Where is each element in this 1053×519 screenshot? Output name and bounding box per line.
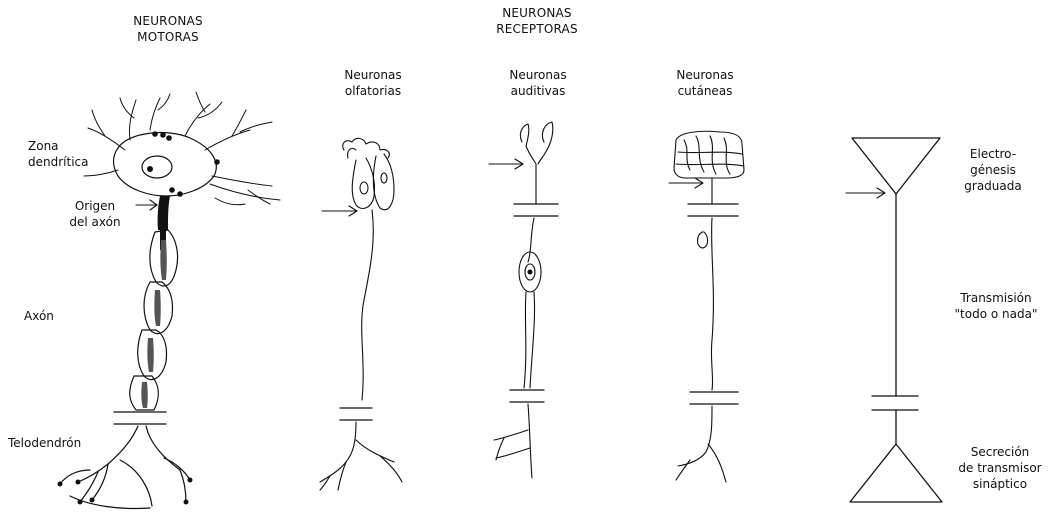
- schematic-output-triangle: [850, 444, 942, 502]
- cutaneous-neuron-drawing: [669, 131, 744, 482]
- schematic-neuron-drawing: [846, 138, 942, 502]
- axon-label: Axón: [24, 308, 54, 324]
- motor-header-line-1: NEURONAS: [133, 13, 203, 29]
- secretion-line-2: de transmisor: [958, 460, 1041, 476]
- cutaneous-label-line-2: cutáneas: [676, 83, 733, 99]
- secretion-line-1: Secreción: [958, 444, 1041, 460]
- motor-axon-core: [141, 240, 166, 408]
- auditory-label-line-2: auditivas: [509, 83, 566, 99]
- electrogenesis-line-1: Electro-: [964, 146, 1021, 162]
- cutaneous-neurons-label: Neuronas cutáneas: [676, 67, 733, 99]
- cutaneous-label-line-1: Neuronas: [676, 67, 733, 83]
- motor-neuron-drawing: [58, 92, 281, 509]
- motor-myelin-sheath: [130, 230, 178, 410]
- receptor-header-line-1: NEURONAS: [496, 5, 578, 21]
- electrogenesis-line-2: génesis: [964, 162, 1021, 178]
- axon-origin-arrow: [136, 200, 157, 210]
- dendritic-zone-label: Zona dendrítica: [28, 138, 88, 170]
- schematic-input-triangle: [852, 138, 940, 194]
- olfactory-neuron-drawing: [320, 138, 402, 490]
- olfactory-label-line-1: Neuronas: [344, 67, 401, 83]
- motor-nucleus: [142, 156, 172, 178]
- receptor-neurons-header: NEURONAS RECEPTORAS: [496, 5, 578, 37]
- dendritic-zone-line-2: dendrítica: [28, 154, 88, 170]
- axon-origin-line-2: del axón: [69, 214, 120, 230]
- secretion-label: Secreción de transmisor sináptico: [958, 444, 1041, 492]
- motor-nucleolus: [147, 166, 153, 172]
- telodendron-label: Telodendrón: [8, 435, 81, 451]
- axon-origin-label: Origen del axón: [69, 198, 120, 230]
- motor-neurons-header: NEURONAS MOTORAS: [133, 13, 203, 45]
- olfactory-neurons-label: Neuronas olfatorias: [344, 67, 401, 99]
- receptor-header-line-2: RECEPTORAS: [496, 21, 578, 37]
- secretion-line-3: sináptico: [958, 476, 1041, 492]
- dendritic-zone-line-1: Zona: [28, 138, 88, 154]
- motor-header-line-2: MOTORAS: [133, 29, 203, 45]
- electrogenesis-line-3: graduada: [964, 178, 1021, 194]
- axon-origin-line-1: Origen: [69, 198, 120, 214]
- auditory-neuron-drawing: [489, 122, 558, 478]
- electrogenesis-label: Electro- génesis graduada: [964, 146, 1021, 194]
- auditory-label-line-1: Neuronas: [509, 67, 566, 83]
- transmission-line-2: "todo o nada": [955, 306, 1038, 322]
- transmission-line-1: Transmisión: [955, 290, 1038, 306]
- transmission-label: Transmisión "todo o nada": [955, 290, 1038, 322]
- motor-axon-hillock: [158, 196, 170, 230]
- auditory-neurons-label: Neuronas auditivas: [509, 67, 566, 99]
- olfactory-label-line-2: olfatorias: [344, 83, 401, 99]
- motor-soma: [114, 133, 217, 196]
